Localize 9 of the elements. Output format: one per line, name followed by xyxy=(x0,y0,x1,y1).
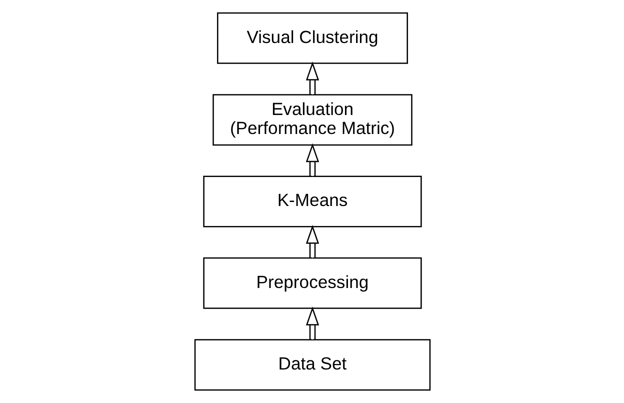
node-box: Visual Clustering xyxy=(216,12,408,64)
arrow xyxy=(305,62,319,94)
node-box: Evaluation (Performance Matric) xyxy=(212,94,412,146)
node-box: Preprocessing xyxy=(202,257,422,309)
arrow xyxy=(305,224,319,258)
node-box: Data Set xyxy=(194,339,430,391)
node-box: K-Means xyxy=(202,176,422,228)
arrow xyxy=(305,306,319,340)
arrow xyxy=(305,143,319,176)
